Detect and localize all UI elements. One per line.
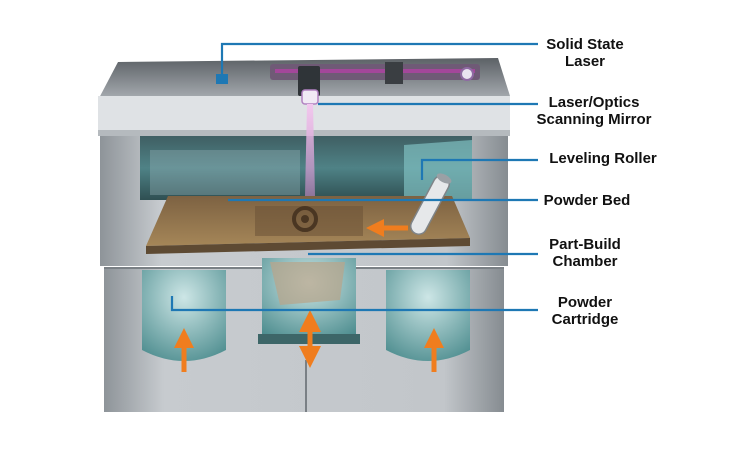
label-part-build-chamber: Part-Build Chamber (520, 236, 650, 270)
glass-reflection (150, 150, 300, 195)
label-line: Chamber (552, 253, 618, 270)
label-solid-state-laser: Solid State Laser (520, 36, 650, 70)
leader-powder-cartridge (170, 296, 538, 312)
laser-beam (305, 104, 315, 196)
top-frame-lip (98, 130, 510, 136)
scanning-mirror (301, 89, 319, 105)
rail-highlight (275, 69, 475, 73)
gear-hub (301, 215, 309, 223)
label-line: Powder (557, 294, 613, 311)
leader-anchor-laser (216, 74, 228, 84)
label-line: Leveling Roller (549, 150, 657, 167)
chamber-side-panel (404, 140, 472, 200)
built-part (270, 262, 345, 305)
right-cartridge-up-arrow (424, 328, 444, 372)
label-line: Laser (564, 53, 606, 70)
leader-lines (170, 42, 538, 312)
left-cartridge-up-arrow (174, 328, 194, 372)
roller-direction-arrow (366, 219, 408, 237)
rail-carriage (385, 62, 403, 84)
label-line: Cartridge (551, 311, 619, 328)
right-powder-cartridge (386, 270, 470, 361)
label-powder-bed: Powder Bed (522, 192, 652, 209)
left-powder-cartridge (142, 270, 226, 361)
powder-bed-edge (146, 238, 470, 254)
leader-leveling-roller (420, 158, 538, 180)
label-line: Part-Build (549, 236, 621, 253)
build-chamber-updown-arrow (299, 310, 321, 368)
rail-pulley (460, 67, 474, 81)
label-line: Laser/Optics (548, 94, 640, 111)
label-laser-optics-mirror: Laser/Optics Scanning Mirror (526, 94, 662, 128)
label-line: Solid State (546, 36, 624, 53)
label-leveling-roller: Leveling Roller (530, 150, 676, 167)
leader-solid-state-laser (220, 42, 538, 78)
scanning-mirror-housing (298, 66, 320, 96)
label-powder-cartridge: Powder Cartridge (520, 294, 650, 328)
label-line: Powder Bed (543, 192, 631, 209)
label-line: Scanning Mirror (536, 111, 652, 128)
leveling-roller (409, 173, 452, 235)
gear-part (292, 206, 318, 232)
